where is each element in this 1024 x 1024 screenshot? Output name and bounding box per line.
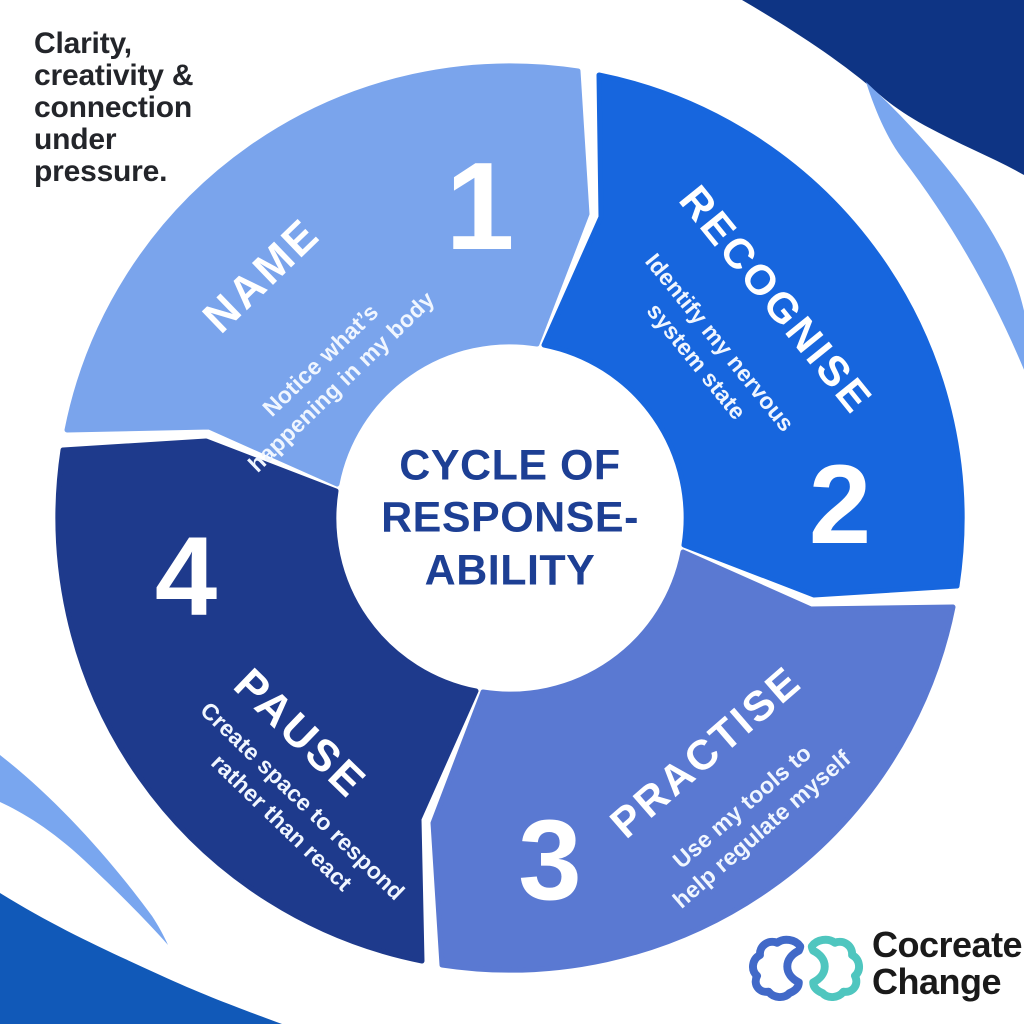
logo-line-cocreate: Cocreate: [872, 924, 1023, 965]
step-2-number: 2: [808, 442, 872, 567]
step-1-number: 1: [445, 138, 515, 276]
bottom-left-wave-decoration: [0, 893, 282, 1024]
segment-4-pause-shape: [55, 438, 479, 964]
brain-left-half-icon: [749, 935, 805, 1001]
logo-line-change: Change: [872, 961, 1002, 1003]
brain-right-half-icon: [807, 935, 863, 1001]
tagline-text: Clarity, creativity & connection under p…: [34, 27, 194, 189]
top-right-wave-decoration: [742, 0, 1024, 175]
step-4-number: 4: [154, 514, 218, 639]
brain-logo-icon: [749, 935, 863, 1001]
cocreate-change-logo-text: Cocreate Change: [872, 924, 1023, 1003]
top-right-sliver-decoration: [866, 82, 1024, 370]
segment-2-recognise-shape: [541, 72, 965, 598]
bottom-left-sliver-decoration: [0, 755, 168, 945]
segment-1-name-shape: [64, 63, 590, 487]
step-3-number: 3: [518, 797, 582, 924]
cycle-title: CYCLE OF RESPONSE- ABILITY: [381, 441, 639, 595]
segment-3-practise-shape: [430, 549, 956, 973]
